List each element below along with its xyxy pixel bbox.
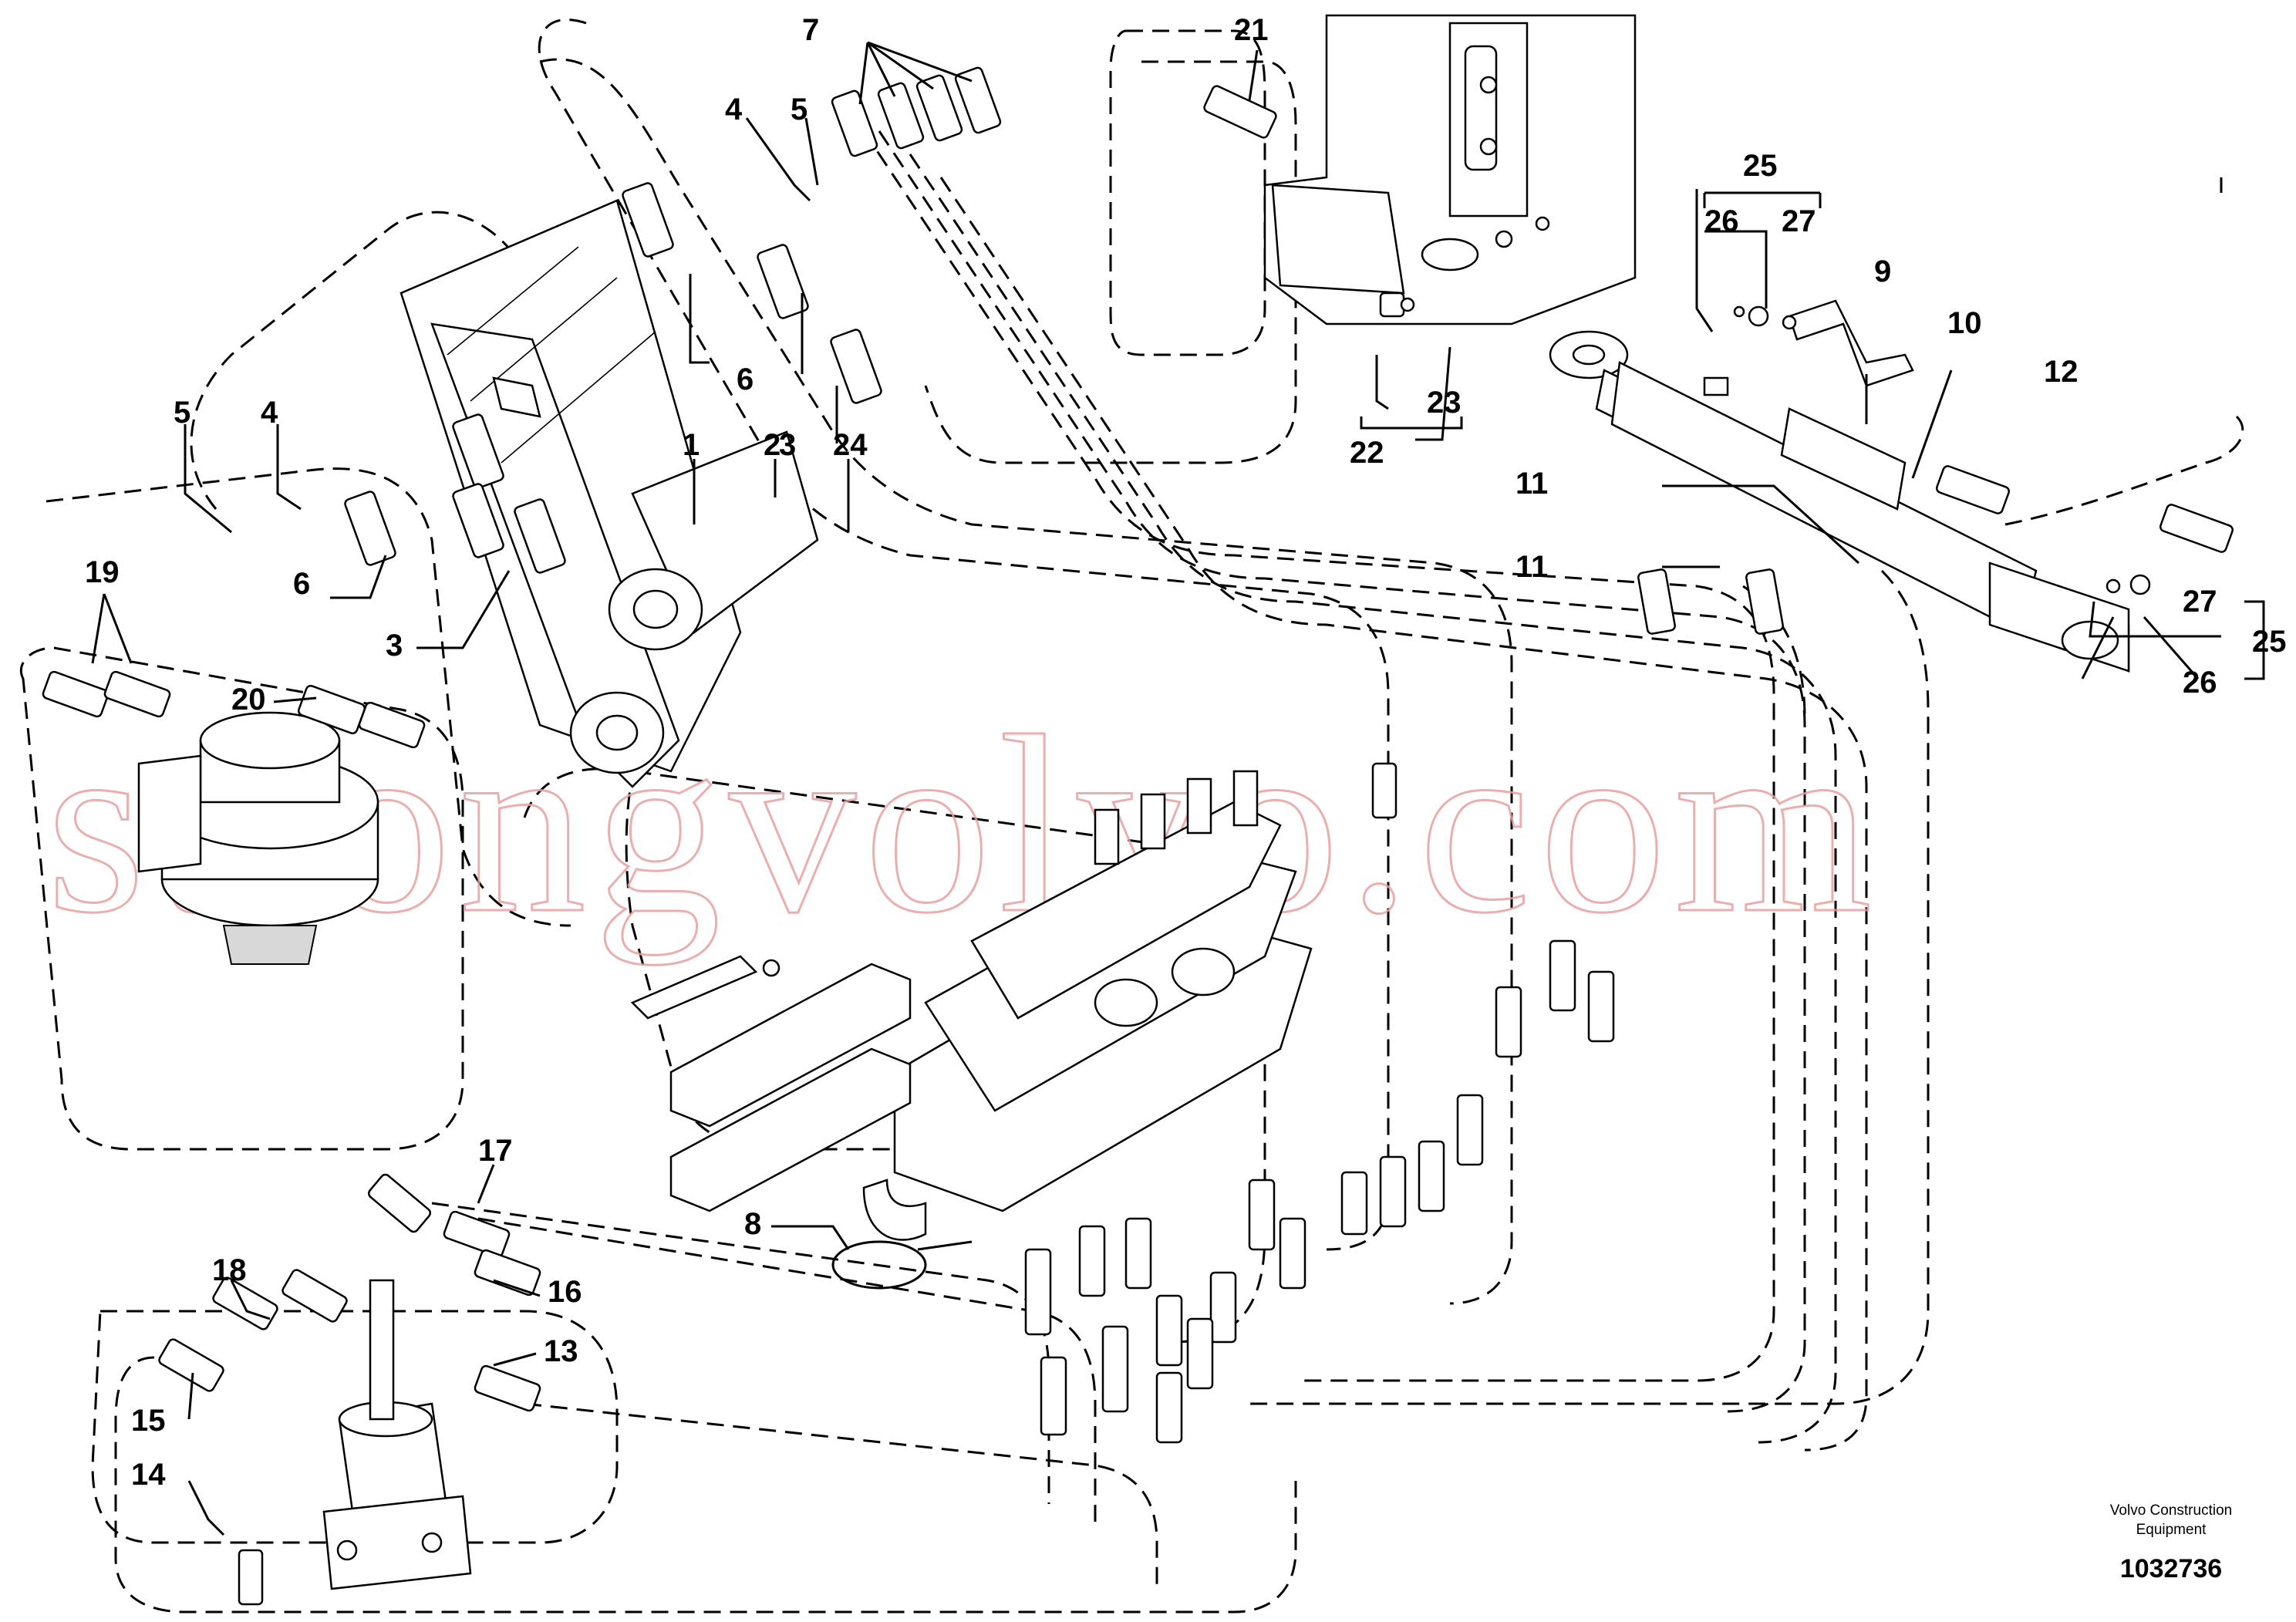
callout-20: 20 bbox=[231, 683, 266, 717]
callout-14: 14 bbox=[131, 1458, 166, 1492]
cable-tie bbox=[831, 1240, 973, 1290]
callout-16: 16 bbox=[548, 1275, 582, 1309]
callout-25-right: 25 bbox=[2252, 625, 2287, 659]
callout-9: 9 bbox=[1874, 255, 1891, 288]
callout-6-left: 6 bbox=[293, 567, 310, 601]
callout-11-lower: 11 bbox=[1515, 550, 1548, 584]
callout-22: 22 bbox=[1350, 436, 1384, 470]
callouts: 7 21 4 5 6 3 5 4 6 3 19 20 22 23 25 26 2… bbox=[85, 13, 2287, 1492]
hose-fittings bbox=[42, 66, 2234, 1606]
upper-frame bbox=[1263, 14, 1637, 325]
callout-10: 10 bbox=[1947, 306, 1982, 340]
callout-3-top: 3 bbox=[779, 428, 796, 462]
callout-8: 8 bbox=[744, 1207, 761, 1241]
callout-5-left: 5 bbox=[174, 396, 190, 430]
callout-27-top: 27 bbox=[1782, 204, 1816, 238]
callout-2: 2 bbox=[764, 428, 781, 462]
callout-7: 7 bbox=[802, 13, 819, 47]
callout-15: 15 bbox=[131, 1404, 166, 1438]
hydraulic-cylinder bbox=[1549, 330, 2130, 673]
callout-19: 19 bbox=[85, 555, 120, 589]
credit-line-1: Volvo Construction bbox=[2110, 1502, 2232, 1519]
swing-motor bbox=[137, 711, 379, 965]
control-valve bbox=[862, 770, 1313, 1241]
callout-6-top: 6 bbox=[737, 363, 754, 396]
callout-11-upper: 11 bbox=[1515, 467, 1548, 501]
callout-1: 1 bbox=[683, 428, 700, 462]
callout-3-left: 3 bbox=[386, 629, 403, 663]
callout-21: 21 bbox=[1234, 13, 1269, 47]
callout-13: 13 bbox=[544, 1334, 578, 1368]
swivel-joint bbox=[322, 1279, 472, 1590]
callout-4-top: 4 bbox=[725, 93, 743, 126]
callout-4-left: 4 bbox=[261, 396, 278, 430]
document-number: 1032736 bbox=[2120, 1554, 2222, 1583]
leader-lines bbox=[91, 41, 2265, 1536]
callout-12: 12 bbox=[2044, 355, 2079, 389]
callout-5-top: 5 bbox=[791, 93, 807, 126]
callout-25-top: 25 bbox=[1743, 149, 1778, 183]
callout-27-right: 27 bbox=[2183, 585, 2217, 619]
clamp-parts bbox=[630, 955, 912, 1212]
callout-26-top: 26 bbox=[1704, 204, 1739, 238]
callout-18: 18 bbox=[212, 1253, 247, 1287]
callout-26-right: 26 bbox=[2183, 666, 2217, 700]
callout-17: 17 bbox=[478, 1134, 513, 1168]
credit-line-2: Equipment bbox=[2136, 1522, 2207, 1538]
callout-24: 24 bbox=[833, 428, 868, 462]
callout-23: 23 bbox=[1427, 386, 1462, 420]
